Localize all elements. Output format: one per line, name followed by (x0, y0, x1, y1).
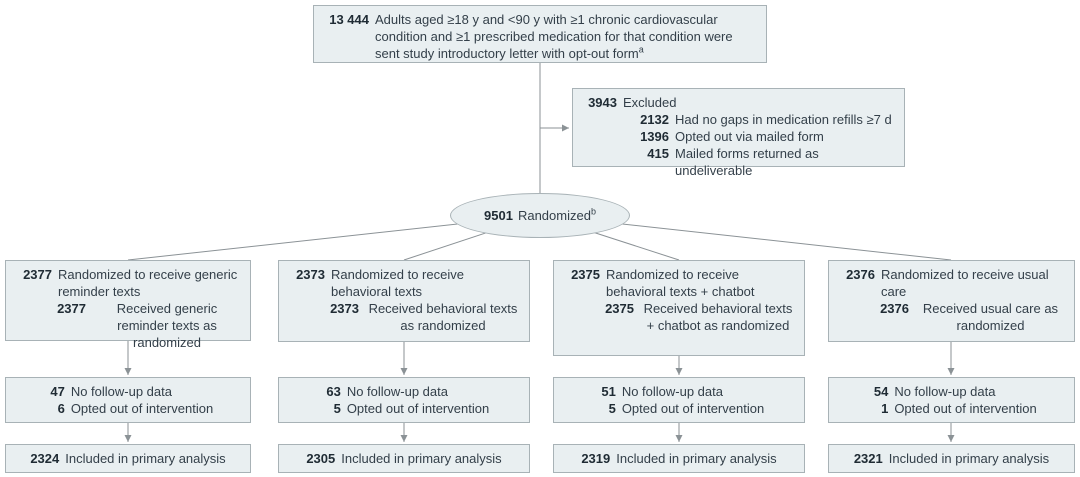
randomized-label-text: Randomized (517, 208, 591, 223)
opted-out-count: 5 (333, 401, 341, 416)
excluded-reason-text: Mailed forms returned as undeliverable (675, 146, 819, 178)
arm-assigned-count: 2375 (571, 267, 600, 282)
followup-content: 51 No follow-up data 5 Opted out of inte… (594, 383, 764, 417)
no-followup-count: 51 (601, 384, 616, 399)
analysis-count: 2324 (30, 451, 60, 466)
opted-out-row: 5 Opted out of intervention (594, 400, 765, 417)
no-followup-count: 47 (50, 384, 65, 399)
no-followup-count: 63 (326, 384, 341, 399)
randomized-ellipse: 9501 Randomizedb (450, 193, 630, 238)
followup-content: 47 No follow-up data 6 Opted out of inte… (43, 383, 213, 417)
no-followup-row: 47 No follow-up data (43, 383, 213, 400)
excluded-box: 3943 Excluded 2132 Had no gaps in medica… (572, 88, 905, 178)
excluded-count: 3943 (588, 95, 617, 110)
no-followup-row: 63 No follow-up data (319, 383, 489, 400)
analysis-box-behavioral-texts: 2305 Included in primary analysis (278, 444, 530, 473)
no-followup-text: No follow-up data (70, 384, 172, 399)
enrollment-box: 13 444 Adults aged ≥18 y and <90 y with … (313, 5, 767, 63)
followup-content: 63 No follow-up data 5 Opted out of inte… (319, 383, 489, 417)
no-followup-text: No follow-up data (621, 384, 723, 399)
arm-received-row: 2375 Received behavioral texts + chatbot… (596, 300, 796, 334)
arm-assigned-row: 2375 Randomized to receive behavioral te… (562, 266, 796, 300)
enrollment-count: 13 444 (329, 12, 369, 27)
arm-received-text: Received generic reminder texts as rando… (116, 301, 218, 350)
enrollment-text: Adults aged ≥18 y and <90 y with ≥1 chro… (375, 11, 758, 62)
analysis-box-usual-care: 2321 Included in primary analysis (828, 444, 1075, 473)
excluded-reason-row: 415 Mailed forms returned as undeliverab… (631, 145, 896, 179)
opted-out-count: 5 (608, 401, 616, 416)
analysis-box-behavioral-texts-chatbot: 2319 Included in primary analysis (553, 444, 805, 473)
excluded-reason-text: Had no gaps in medication refills ≥7 d (675, 112, 892, 127)
analysis-text: Included in primary analysis (341, 451, 502, 466)
arm-assigned-text: Randomized to receive behavioral texts (331, 267, 464, 299)
excluded-label: Excluded (623, 95, 677, 110)
opted-out-text: Opted out of intervention (621, 401, 765, 416)
arm-received-count: 2375 (605, 301, 634, 316)
opted-out-text: Opted out of intervention (346, 401, 490, 416)
analysis-box-generic-reminder: 2324 Included in primary analysis (5, 444, 251, 473)
followup-content: 54 No follow-up data 1 Opted out of inte… (866, 383, 1037, 417)
randomized-label: Randomizedb (517, 206, 596, 223)
footnote-b-marker: b (590, 206, 596, 217)
opted-out-count: 1 (881, 401, 889, 416)
followup-box-behavioral-texts-chatbot: 51 No follow-up data 5 Opted out of inte… (553, 377, 805, 423)
excluded-reason-row: 2132 Had no gaps in medication refills ≥… (631, 111, 896, 128)
excluded-reason-count: 1396 (640, 129, 669, 144)
analysis-text: Included in primary analysis (888, 451, 1050, 466)
arm-received-text: Received behavioral texts as randomized (368, 301, 518, 333)
arm-box-usual-care: 2376 Randomized to receive usual care 23… (828, 260, 1075, 342)
enrollment-row: 13 444 Adults aged ≥18 y and <90 y with … (322, 11, 758, 62)
footnote-a-marker: a (638, 44, 644, 55)
arm-assigned-text: Randomized to receive usual care (881, 267, 1049, 299)
followup-box-usual-care: 54 No follow-up data 1 Opted out of inte… (828, 377, 1075, 423)
analysis-text: Included in primary analysis (616, 451, 777, 466)
arm-assigned-count: 2377 (23, 267, 52, 282)
opted-out-count: 6 (57, 401, 65, 416)
arm-received-count: 2373 (330, 301, 359, 316)
arm-assigned-count: 2373 (296, 267, 325, 282)
arm-received-count: 2376 (880, 301, 909, 316)
excluded-reason-text: Opted out via mailed form (675, 129, 824, 144)
analysis-count: 2321 (853, 451, 883, 466)
opted-out-text: Opted out of intervention (70, 401, 214, 416)
randomized-count: 9501 (484, 208, 513, 223)
arm-assigned-text: Randomized to receive generic reminder t… (58, 267, 238, 299)
arm-received-text: Received usual care as randomized (922, 301, 1059, 333)
arm-box-behavioral-texts: 2373 Randomized to receive behavioral te… (278, 260, 530, 342)
arm-received-row: 2376 Received usual care as randomized (871, 300, 1066, 334)
followup-box-generic-reminder: 47 No follow-up data 6 Opted out of inte… (5, 377, 251, 423)
excluded-total-row: 3943 Excluded (581, 94, 896, 111)
arm-assigned-count: 2376 (846, 267, 875, 282)
excluded-reason-row: 1396 Opted out via mailed form (631, 128, 896, 145)
no-followup-text: No follow-up data (346, 384, 448, 399)
arm-assigned-row: 2373 Randomized to receive behavioral te… (287, 266, 521, 300)
arm-received-row: 2373 Received behavioral texts as random… (321, 300, 521, 334)
opted-out-row: 5 Opted out of intervention (319, 400, 490, 417)
no-followup-text: No follow-up data (894, 384, 996, 399)
arm-box-behavioral-texts-chatbot: 2375 Randomized to receive behavioral te… (553, 260, 805, 356)
analysis-text: Included in primary analysis (65, 451, 226, 466)
arm-received-row: 2377 Received generic reminder texts as … (48, 300, 242, 351)
no-followup-row: 54 No follow-up data (866, 383, 1036, 400)
enrollment-text-body: Adults aged ≥18 y and <90 y with ≥1 chro… (375, 12, 733, 61)
excluded-reason-count: 2132 (640, 112, 669, 127)
arm-received-text: Received behavioral texts + chatbot as r… (643, 301, 793, 333)
opted-out-row: 6 Opted out of intervention (43, 400, 214, 417)
arm-assigned-row: 2377 Randomized to receive generic remin… (14, 266, 242, 300)
arm-assigned-row: 2376 Randomized to receive usual care (837, 266, 1066, 300)
opted-out-text: Opted out of intervention (894, 401, 1037, 416)
arm-received-count: 2377 (57, 301, 86, 316)
followup-box-behavioral-texts: 63 No follow-up data 5 Opted out of inte… (278, 377, 530, 423)
analysis-count: 2319 (581, 451, 611, 466)
arm-box-generic-reminder: 2377 Randomized to receive generic remin… (5, 260, 251, 350)
no-followup-row: 51 No follow-up data (594, 383, 764, 400)
opted-out-row: 1 Opted out of intervention (866, 400, 1037, 417)
excluded-reason-count: 415 (647, 146, 669, 161)
no-followup-count: 54 (873, 384, 889, 399)
arm-assigned-text: Randomized to receive behavioral texts +… (606, 267, 755, 299)
analysis-count: 2305 (306, 451, 336, 466)
